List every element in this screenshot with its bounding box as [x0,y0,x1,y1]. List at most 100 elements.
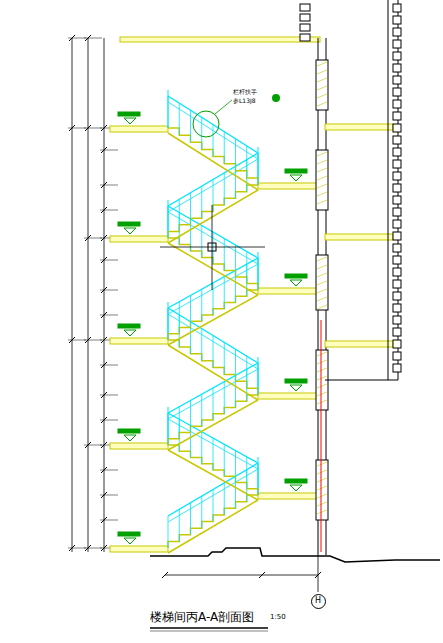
wall-hatch [317,360,327,364]
baluster [258,363,259,395]
floor-landing [110,443,168,449]
baluster [179,509,180,541]
grid-label: H [315,597,321,605]
baluster [213,125,214,157]
grid-bubble: H [311,594,326,609]
window-opening [316,460,328,520]
facade-brick [393,340,401,348]
baluster [258,463,259,495]
wall-hatch [317,470,327,474]
wall-hatch [317,297,327,301]
newel-post [168,90,169,128]
detail-circle [193,111,219,137]
wall-hatch [317,462,327,466]
facade-brick [393,88,401,96]
elevation-bar [285,274,307,278]
floor-landing [110,236,168,242]
extension-line [68,548,86,549]
extension-line [84,38,102,39]
roof-slab [120,37,320,42]
baluster [224,444,225,476]
baluster [235,349,236,381]
baluster [224,132,225,164]
handrail [168,212,258,264]
baluster [224,173,225,205]
elevation-mark [290,485,302,491]
elevation-mark [124,330,136,336]
elevation-bar [118,324,140,328]
elevation-mark [290,280,302,286]
cursor-box [208,243,216,251]
wall-hatch [317,494,327,498]
parapet-brick [300,34,310,41]
extension-line [84,340,102,341]
extension-line [100,520,118,521]
facade-brick [393,184,401,192]
floor-landing [110,546,168,552]
facade-brick [393,76,401,84]
wall-hatch [317,62,327,66]
handrail [168,102,258,159]
baluster [213,438,214,470]
facade-brick [393,124,401,132]
elevation-bar [285,479,307,483]
facade-brick [393,52,401,60]
facade-brick [393,244,401,252]
facade-brick [393,352,401,360]
facade-line [388,0,389,380]
title-underline [150,631,268,632]
wall-hatch [317,281,327,285]
elevation-bar [285,169,307,173]
elevation-bar [118,112,140,116]
baluster [213,180,214,212]
window-opening [316,60,328,110]
baluster [201,226,202,258]
baluster [213,232,214,264]
baluster [235,139,236,171]
wall-hatch [317,368,327,372]
wall-hatch [317,510,327,514]
baluster [235,245,236,277]
baluster [190,193,191,225]
wall-hatch [317,200,327,204]
baluster [179,103,180,135]
wall-hatch [317,176,327,180]
baluster [224,342,225,374]
baluster [201,117,202,149]
facade-brick [393,232,401,240]
elevation-bar [118,222,140,226]
baluster [201,432,202,464]
note-text: 参L13J8 [233,98,256,105]
wall-hatch [317,184,327,188]
floor-landing [110,126,168,132]
leader-line [215,100,232,114]
baluster [246,252,247,284]
handrail [168,369,258,419]
baluster [201,186,202,218]
baluster [179,407,180,439]
baluster [201,289,202,321]
baluster [190,503,191,535]
baluster [168,206,169,238]
facade-brick [393,316,401,324]
wall-hatch [317,400,327,404]
handrail [168,314,258,369]
extension-line [100,315,118,316]
facade-brick [393,304,401,312]
baluster [213,388,214,420]
baluster [179,302,180,334]
extension-line [68,38,86,39]
mid-landing [258,393,320,399]
baluster [258,363,259,395]
wall-hatch [317,70,327,74]
window-opening [316,255,328,310]
facade-brick [393,160,401,168]
wall-hatch [317,486,327,490]
elevation-mark [124,118,136,124]
facade-brick [393,64,401,72]
extension-line [84,445,102,446]
baluster [168,308,169,340]
facade-brick [393,112,401,120]
facade-brick [393,256,401,264]
